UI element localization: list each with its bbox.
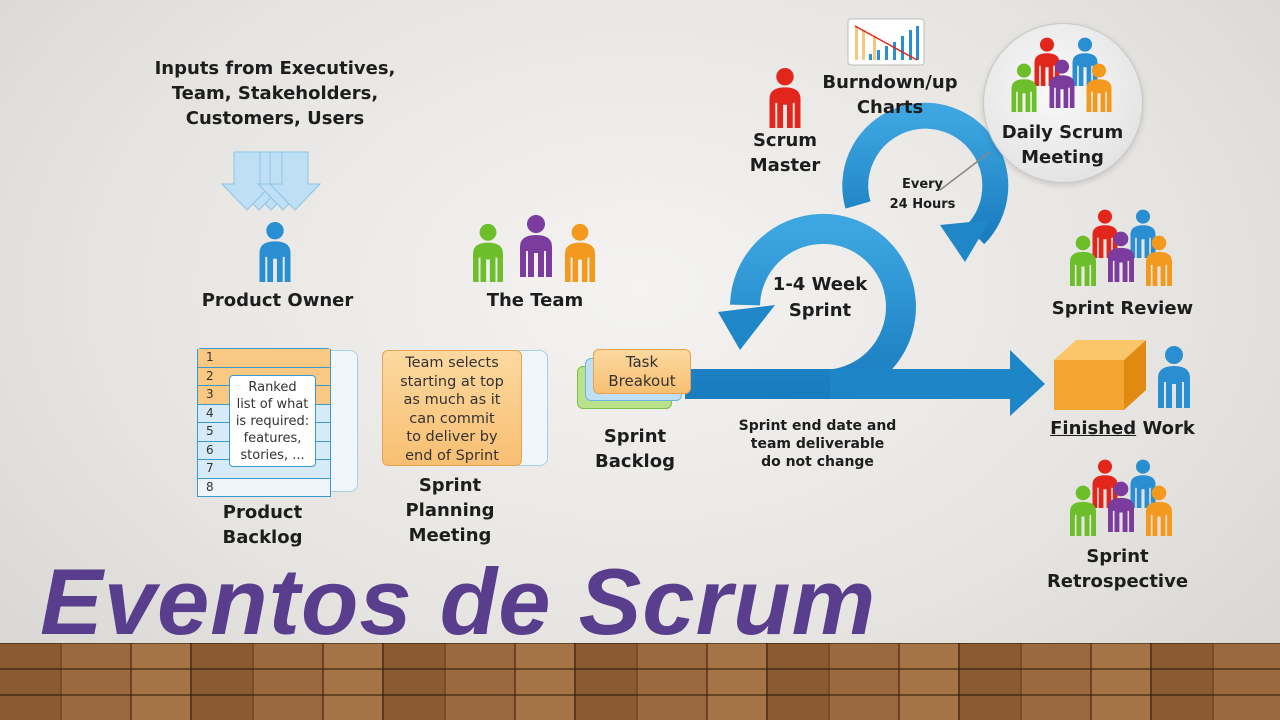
note-line: Team selects — [405, 355, 499, 371]
note-line: stories, ... — [240, 448, 305, 463]
slide-title: Eventos de Scrum — [40, 549, 877, 654]
finished-work-label: Finished Work — [1045, 416, 1200, 441]
scrum-master-icon — [764, 66, 806, 128]
label-line: Meeting — [408, 525, 492, 546]
inputs-line: Inputs from Executives, — [154, 58, 396, 79]
sprint-review-label: Sprint Review — [1051, 298, 1194, 319]
team-member-icon — [1066, 484, 1100, 536]
team-member-icon — [1142, 484, 1176, 536]
label-line: Sprint — [1086, 546, 1149, 567]
team-member-icon — [1082, 62, 1116, 112]
label-line: Meeting — [1021, 147, 1104, 168]
sprint-cycle-arrow — [685, 213, 1045, 416]
label-line: Charts — [856, 97, 924, 118]
label-line: Sprint — [418, 475, 482, 496]
note-line: list of what — [236, 397, 309, 412]
daily-scrum-circle — [983, 23, 1143, 183]
label-line: Scrum — [752, 130, 818, 151]
team-label: The Team — [486, 290, 584, 311]
inputs-line: Customers, Users — [185, 108, 365, 129]
sprint-cycle-diagram — [685, 102, 1045, 416]
label-line: Master — [749, 155, 821, 176]
team-member-icon — [1007, 62, 1041, 112]
connector-line — [939, 151, 991, 191]
sprint-planning-note: Team selects starting at top as much as it… — [382, 350, 522, 466]
daily-frequency-label: Every 24 Hours — [870, 175, 975, 215]
backlog-row: 8 — [197, 478, 331, 497]
label-line: Daily Scrum — [1001, 122, 1124, 143]
label-line: Breakout — [608, 372, 676, 390]
label-line: Sprint — [603, 426, 667, 447]
label-line: Planning — [405, 500, 495, 521]
note-line: as much as it — [403, 392, 501, 408]
note-line: is required: — [235, 414, 310, 429]
down-arrows-icon — [220, 151, 322, 211]
label-line: Backlog — [595, 451, 675, 472]
label-line: team deliverable — [750, 436, 885, 452]
backlog-note: Ranked list of what is required: features, s… — [229, 375, 316, 467]
team-member-icon — [1142, 234, 1176, 286]
note-line: end of Sprint — [405, 447, 499, 464]
team-member-icon — [1045, 58, 1079, 108]
label-line: Every — [901, 177, 944, 192]
note-line: starting at top — [400, 373, 504, 390]
team-member-icon — [1066, 234, 1100, 286]
daily-cycle-arrow — [842, 102, 1009, 262]
inputs-line: Team, Stakeholders, — [171, 83, 379, 104]
label-line: Product — [222, 502, 303, 523]
backlog-row: 1 — [197, 349, 331, 368]
finished-work-box-icon — [1054, 340, 1146, 410]
note-line: features, — [243, 431, 302, 446]
note-line: to deliver by — [406, 429, 498, 445]
person-icon — [1154, 344, 1194, 408]
label-line: Burndown/up — [822, 72, 958, 93]
label-line: Backlog — [222, 527, 303, 548]
label-line: Sprint end date and — [738, 418, 897, 434]
product-owner-label: Product Owner — [201, 290, 354, 311]
inputs-label: Inputs from Executives, Team, Stakeholde… — [150, 56, 400, 131]
sprint-note: Sprint end date and team deliverable do no… — [725, 417, 910, 471]
backlog-row: 7 — [197, 460, 331, 479]
work-text: Work — [1136, 418, 1195, 439]
label-line: Task — [625, 353, 659, 371]
team-member-icon — [1104, 230, 1138, 282]
label-line: Sprint — [788, 300, 852, 321]
label-line: do not change — [761, 454, 874, 470]
wood-floor — [0, 643, 1280, 720]
note-line: can commit — [409, 410, 495, 427]
label-line: 1-4 Week — [772, 274, 868, 295]
burndown-chart-icon — [847, 18, 925, 66]
label-line: Retrospective — [1046, 571, 1189, 592]
finished-text: Finished — [1050, 418, 1137, 439]
note-line: Ranked — [248, 380, 297, 395]
label-line: 24 Hours — [889, 197, 956, 212]
team-member-icon — [1104, 480, 1138, 532]
